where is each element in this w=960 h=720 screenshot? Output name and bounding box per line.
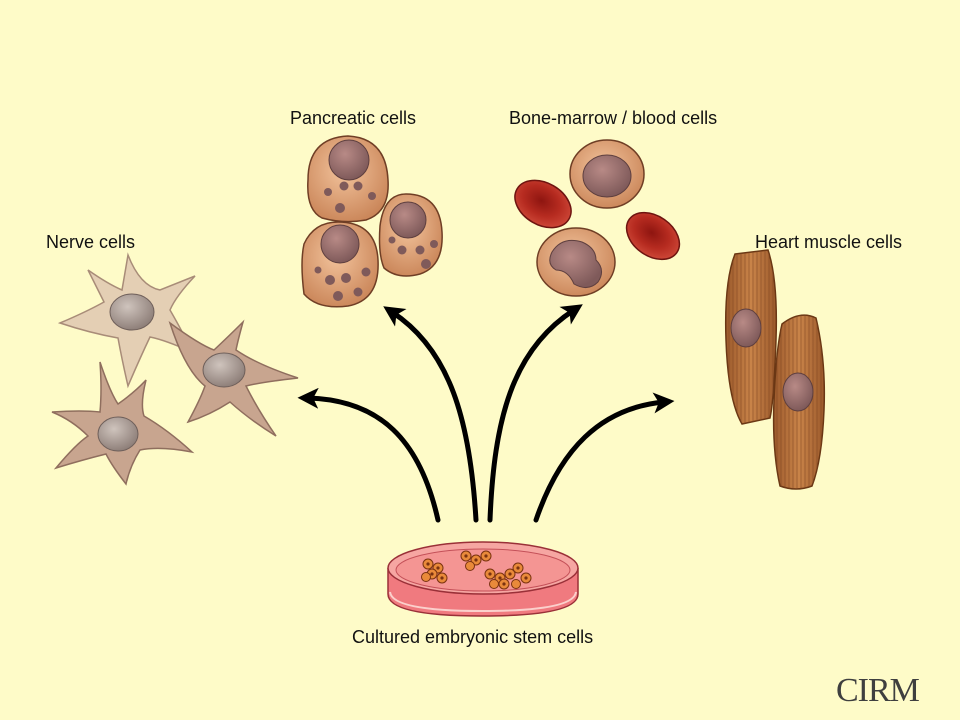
nerve-cell xyxy=(168,319,299,437)
pancreatic-cells-label: Pancreatic cells xyxy=(290,108,417,128)
heart-muscle-cell xyxy=(724,249,778,425)
pancreatic-cell xyxy=(307,135,389,223)
stem-cell-colonies xyxy=(421,550,532,590)
cirm-logo: CIRM xyxy=(836,672,920,709)
red-blood-cell xyxy=(625,211,681,261)
nerve-cell xyxy=(51,361,195,486)
heart-muscle-cells-label: Heart muscle cells xyxy=(755,232,903,252)
arrow-to-heart-muscle-cells xyxy=(533,392,675,523)
white-blood-cell xyxy=(536,227,616,297)
white-blood-cell xyxy=(569,139,645,209)
embryonic-stem-cells-label: Cultured embryonic stem cells xyxy=(352,627,594,647)
red-blood-cell xyxy=(514,179,572,229)
arrows xyxy=(297,304,675,523)
heart-muscle-cell xyxy=(772,314,826,490)
nerve-cell xyxy=(57,252,196,389)
pancreatic-cells xyxy=(301,135,443,308)
arrow-to-nerve-cells xyxy=(297,387,441,523)
petri-dish xyxy=(387,541,579,617)
heart-muscle-cells xyxy=(724,249,826,490)
pancreatic-cell xyxy=(301,221,379,308)
nerve-cells xyxy=(51,252,299,486)
arrow-to-pancreatic-cells xyxy=(383,306,479,523)
pancreatic-cell xyxy=(378,193,443,277)
bone-marrow-blood-cells-label: Bone-marrow / blood cells xyxy=(509,108,718,128)
nerve-cells-label: Nerve cells xyxy=(46,232,136,252)
blood-cells xyxy=(514,139,681,297)
arrow-to-blood-cells xyxy=(487,304,583,523)
